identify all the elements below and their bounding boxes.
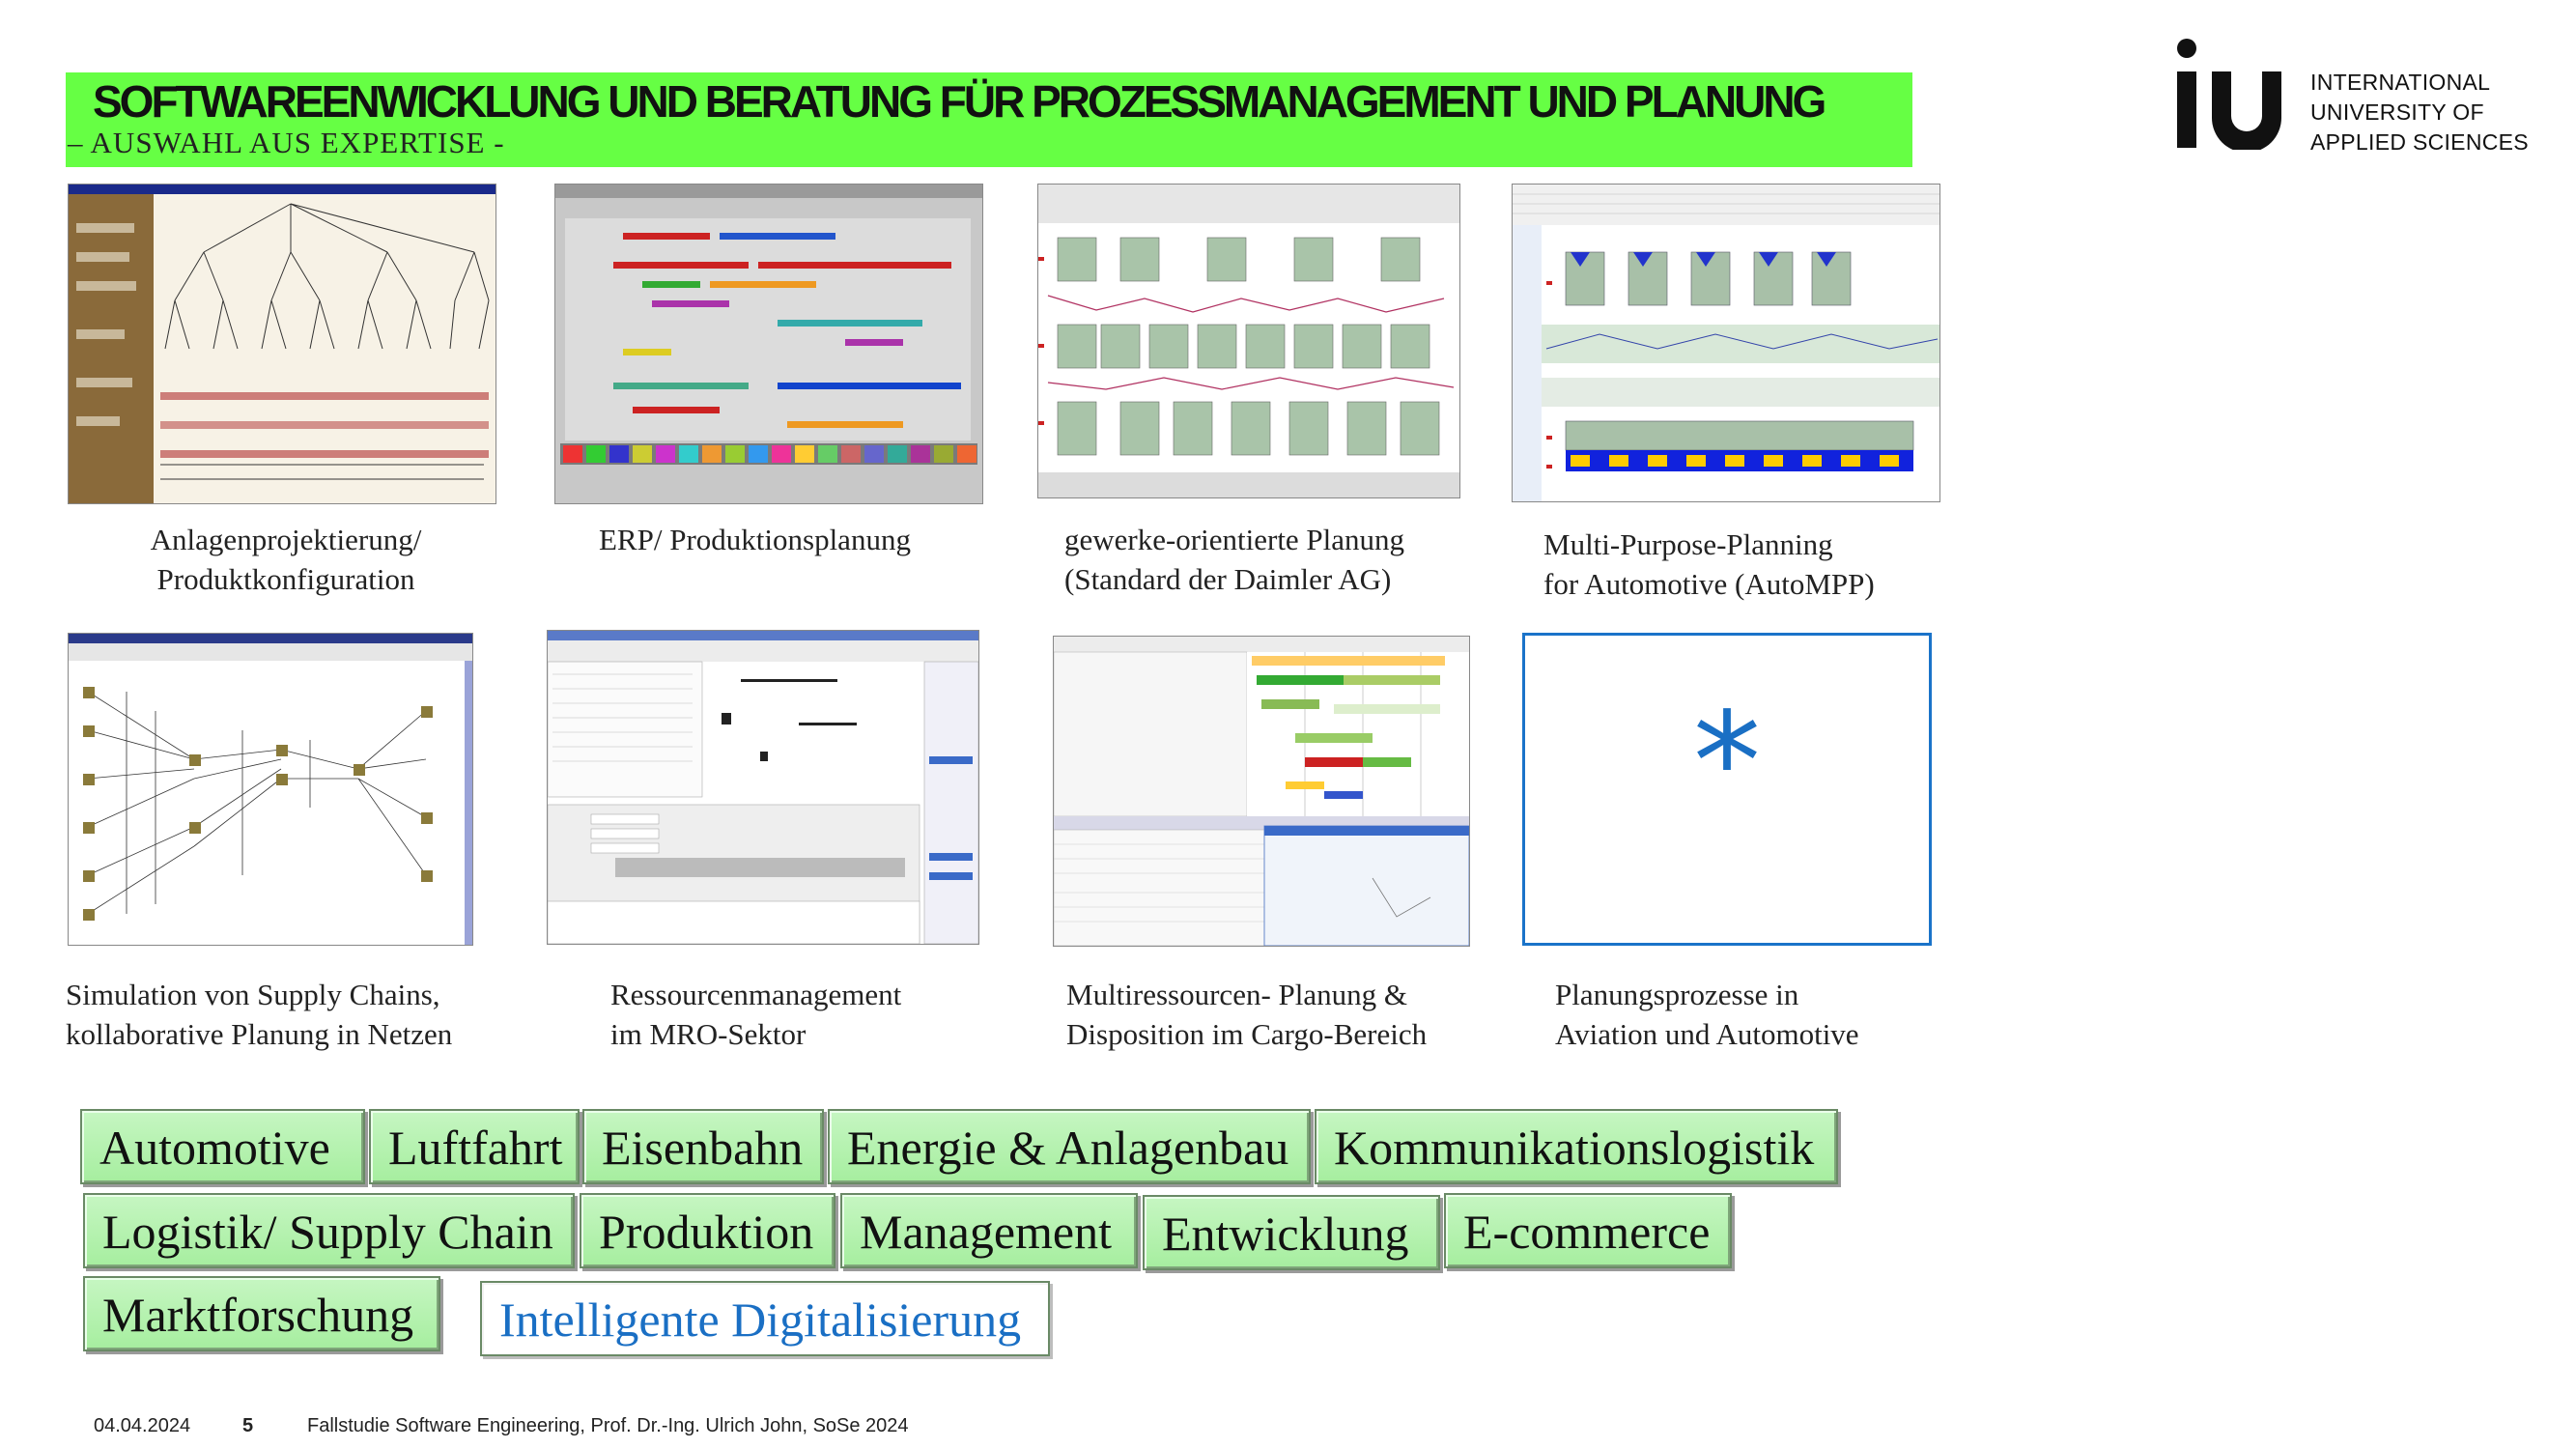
tag-entwicklung[interactable]: Entwicklung — [1143, 1195, 1440, 1270]
supply-chain-network-screenshot — [68, 633, 473, 946]
caption-automotive-mpp: Multi-Purpose-Planning for Automotive (A… — [1543, 527, 1875, 601]
placeholder-frame — [1522, 633, 1932, 946]
tag-management[interactable]: Management — [840, 1193, 1138, 1268]
footer-date: 04.04.2024 — [94, 1415, 191, 1436]
tag-energie-anlagenbau[interactable]: Energie & Anlagenbau — [828, 1109, 1311, 1184]
university-name: INTERNATIONAL UNIVERSITY OF APPLIED SCIE… — [2310, 68, 2529, 157]
tag-intelligente-digitalisierung[interactable]: Intelligente Digitalisierung — [480, 1281, 1050, 1356]
tag-kommunikationslogistik[interactable]: Kommunikationslogistik — [1315, 1109, 1838, 1184]
tag-luftfahrt[interactable]: Luftfahrt — [369, 1109, 580, 1184]
gantt-erp-screenshot — [554, 184, 983, 504]
caption-trade-planning: gewerke-orientierte Planung (Standard de… — [1064, 523, 1405, 596]
page-subtitle: – AUSWAHL AUS EXPERTISE - — [68, 126, 505, 159]
title-banner — [66, 72, 1912, 167]
page-title: SOFTWAREENWICKLUNG UND BERATUNG FÜR PROZ… — [93, 76, 1826, 127]
automotive-mpp-screenshot — [1512, 184, 1940, 502]
caption-supply-chain: Simulation von Supply Chains, kollaborat… — [66, 978, 453, 1051]
logo-line-3: APPLIED SCIENCES — [2310, 129, 2529, 155]
asterisk-placeholder-icon: * — [1693, 684, 1761, 841]
caption-plant-configuration: Anlagenprojektierung/ Produktkonfigurati… — [150, 523, 422, 596]
tag-e-commerce[interactable]: E-commerce — [1444, 1193, 1732, 1268]
caption-erp-production: ERP/ Produktionsplanung — [599, 523, 911, 556]
iu-logo-icon — [2173, 39, 2289, 153]
tree-configurator-screenshot — [68, 184, 496, 504]
caption-cargo-planning: Multiressourcen- Planung & Disposition i… — [1066, 978, 1428, 1051]
tag-automotive[interactable]: Automotive — [80, 1109, 365, 1184]
tag-eisenbahn[interactable]: Eisenbahn — [582, 1109, 824, 1184]
logo-line-1: INTERNATIONAL — [2310, 70, 2491, 95]
footer-page-number: 5 — [242, 1415, 254, 1436]
footer-course-info: Fallstudie Software Engineering, Prof. D… — [307, 1415, 909, 1436]
resource-mro-screenshot — [547, 630, 979, 945]
trade-planning-screenshot — [1037, 184, 1460, 498]
caption-aviation-automotive: Planungsprozesse in Aviation und Automot… — [1555, 978, 1859, 1051]
tag-marktforschung[interactable]: Marktforschung — [83, 1276, 440, 1351]
cargo-multiresource-screenshot — [1053, 636, 1470, 947]
tag-logistik-supply-chain[interactable]: Logistik/ Supply Chain — [83, 1193, 575, 1268]
caption-mro-resource: Ressourcenmanagement im MRO-Sektor — [610, 978, 902, 1051]
tag-produktion[interactable]: Produktion — [580, 1193, 835, 1268]
logo-line-2: UNIVERSITY OF — [2310, 99, 2484, 125]
